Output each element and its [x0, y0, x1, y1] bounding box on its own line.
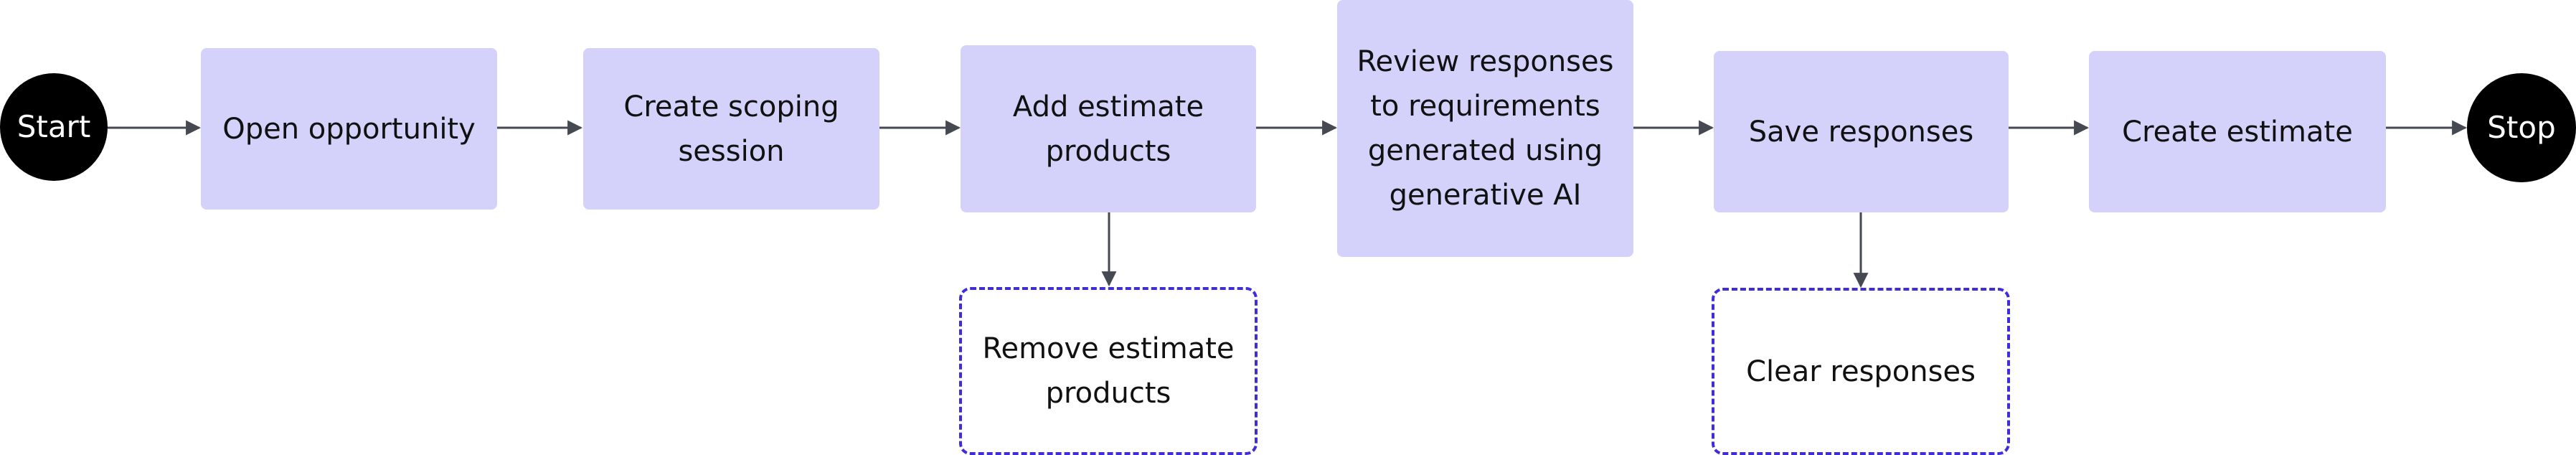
remove-estimate-products-label: Remove estimate products [982, 332, 1235, 410]
remove-estimate-products-step: Remove estimate products [959, 287, 1258, 455]
create-estimate-label: Create estimate [2122, 115, 2353, 149]
clear-responses-step: Clear responses [1712, 288, 2010, 455]
stop-node: Stop [2467, 73, 2576, 182]
add-estimate-products-label: Add estimate products [1012, 90, 1204, 168]
save-responses-label: Save responses [1748, 115, 1974, 149]
start-label: Start [16, 109, 91, 144]
open-opportunity-label: Open opportunity [222, 112, 476, 146]
create-scoping-session-label: Create scoping session [623, 90, 839, 168]
stop-label: Stop [2487, 110, 2556, 145]
clear-responses-label: Clear responses [1746, 355, 1976, 388]
review-responses-label: Review responses to requirements generat… [1357, 45, 1614, 212]
create-estimate-step: Create estimate [2089, 51, 2386, 212]
create-scoping-session-step: Create scoping session [583, 48, 879, 210]
review-responses-step: Review responses to requirements generat… [1337, 0, 1633, 257]
add-estimate-products-step: Add estimate products [961, 45, 1256, 212]
start-node: Start [0, 73, 108, 181]
open-opportunity-step: Open opportunity [201, 48, 497, 210]
save-responses-step: Save responses [1714, 51, 2009, 212]
